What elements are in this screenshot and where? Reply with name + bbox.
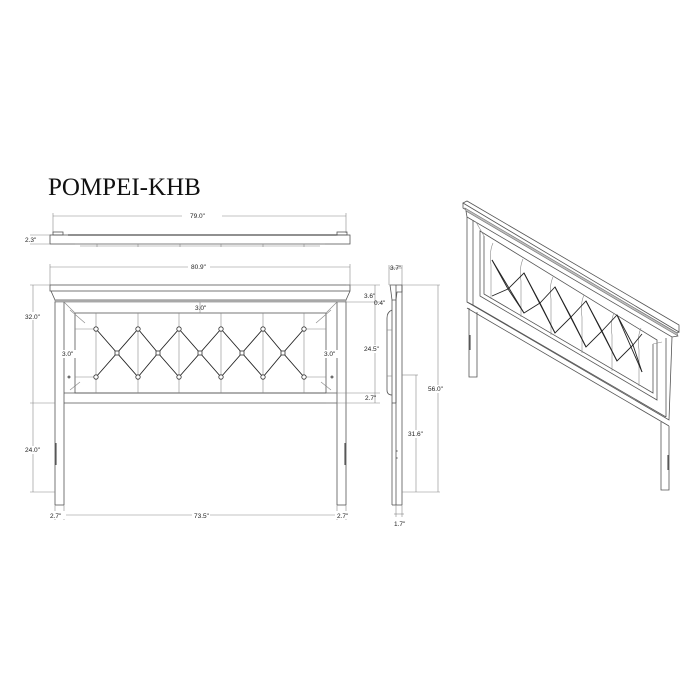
panel-height-label: 32.0" [25,314,41,321]
inner-width-label: 73.5" [194,513,210,520]
left-inset-label: 3.0" [62,351,74,358]
leg-depth-label: 1.7" [394,521,406,528]
top-inset-label: 3.0" [195,305,207,312]
overall-height-label: 56.0" [428,386,444,393]
upholstery-height-label: 24.5" [364,346,380,353]
side-view: 3.7" 56.0" 31.6" 1.7" [386,265,444,528]
left-leg-label: 2.7" [50,513,62,520]
leg-to-panel-label: 31.6" [408,431,424,438]
leg-height-label: 24.0" [25,447,41,454]
isometric-view [462,200,680,491]
product-title: POMPEI-KHB [48,174,201,201]
front-view: 80.9" [24,263,386,520]
top-view: 79.0" 2.3" [25,211,351,247]
crown-gap-label: 0.4" [374,300,386,307]
overall-width-label: 80.9" [191,264,207,271]
crown-height-label: 3.6" [364,293,376,300]
bottom-rail-label: 2.7" [365,395,377,402]
right-leg-label: 2.7" [337,513,349,520]
top-width-label: 79.0" [190,213,206,220]
tuft-buttons [67,326,334,380]
right-inset-label: 3.0" [324,351,336,358]
top-depth-label-side: 3.7" [390,265,402,272]
top-depth-label: 2.3" [25,237,37,244]
